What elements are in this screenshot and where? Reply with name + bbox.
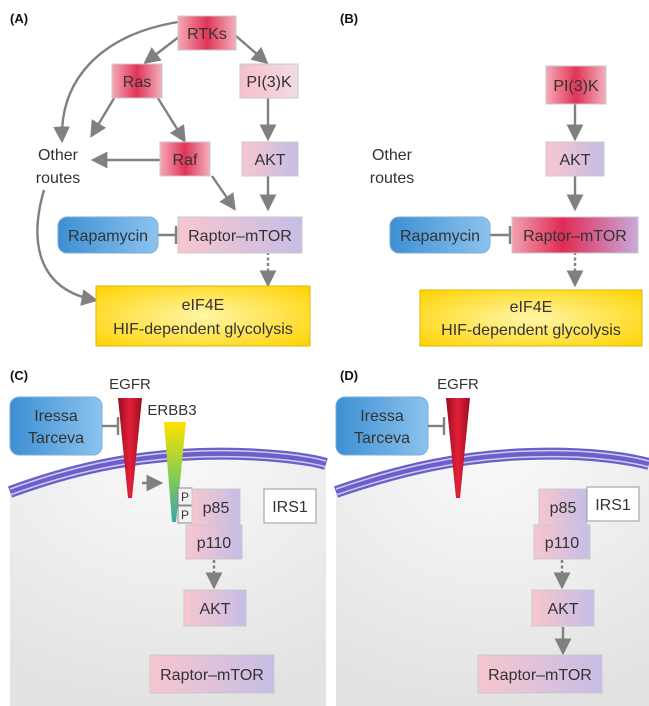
phospho-p2-c: P [181, 508, 189, 522]
outcome-eif4e-a: eIF4E [182, 297, 225, 314]
node-rtks-a: RTKs [177, 15, 237, 51]
node-raptor-mtor-a-label: Raptor–mTOR [188, 228, 292, 245]
arrow-ras-raf [154, 94, 186, 143]
inhibit-rapamycin-a [158, 226, 178, 244]
outcome-box-a: eIF4E HIF-dependent glycolysis [95, 285, 311, 347]
node-raf-a: Raf [159, 141, 211, 177]
node-pi3k-b: PI(3)K [545, 65, 607, 105]
other-routes-b-line2: routes [370, 170, 414, 187]
receptor-egfr-d [446, 398, 470, 498]
node-akt-a-label: AKT [254, 152, 285, 169]
arrow-rtks-other [53, 20, 179, 144]
drug-iressa-tarceva-d: Iressa Tarceva [335, 396, 429, 456]
node-raptor-mtor-a: Raptor–mTOR [177, 216, 303, 254]
drug-tarceva-d: Tarceva [354, 430, 410, 447]
phospho-sites-c: P P [177, 487, 193, 524]
arrow-rtks-pi3k [235, 35, 269, 65]
node-raptor-mtor-b-label: Raptor–mTOR [523, 228, 627, 245]
drug-tarceva-c: Tarceva [28, 430, 84, 447]
panel-label-c: (C) [10, 368, 28, 383]
drug-iressa-c: Iressa [34, 408, 78, 425]
node-raptor-mtor-b: Raptor–mTOR [511, 216, 639, 254]
arrow-rtks-ras [143, 35, 181, 65]
node-raptor-mtor-d: Raptor–mTOR [477, 654, 603, 694]
inhibit-egfr-d [428, 417, 446, 435]
drug-rapamycin-a-label: Rapamycin [68, 228, 148, 245]
node-akt-b: AKT [545, 141, 605, 177]
node-pi3k-b-label: PI(3)K [553, 78, 599, 95]
drug-rapamycin-b: Rapamycin [389, 216, 491, 254]
outcome-box-b: eIF4E HIF-dependent glycolysis [419, 289, 643, 347]
arrow-ras-other [90, 94, 118, 138]
node-rtks-a-label: RTKs [187, 26, 227, 43]
receptor-egfr-d-label: EGFR [437, 376, 479, 393]
node-p110-d-label: p110 [545, 535, 580, 552]
node-p85-d: p85 [538, 488, 588, 526]
phospho-p1-c: P [181, 490, 189, 504]
node-ras-a-label: Ras [123, 74, 151, 91]
node-raptor-mtor-c-label: Raptor–mTOR [160, 667, 264, 684]
cell-c [7, 447, 328, 706]
node-akt-d-label: AKT [547, 601, 578, 618]
node-irs1-c: IRS1 [263, 488, 317, 524]
outcome-hif-b: HIF-dependent glycolysis [441, 322, 621, 339]
other-routes-a-line1: Other [38, 147, 79, 164]
drug-rapamycin-a: Rapamycin [57, 216, 159, 254]
membrane-c [7, 447, 328, 498]
receptor-erbb3-c [164, 422, 186, 522]
node-akt-a: AKT [241, 141, 299, 177]
receptor-erbb3-c-label: ERBB3 [147, 402, 196, 419]
other-routes-b-line1: Other [372, 147, 413, 164]
node-pi3k-a-label: PI(3)K [246, 74, 292, 91]
panel-label-d: (D) [340, 368, 358, 383]
drug-rapamycin-b-label: Rapamycin [400, 228, 480, 245]
inhibit-egfr-c [102, 417, 120, 435]
node-irs1-d: IRS1 [586, 486, 640, 522]
node-p85-c-label: p85 [203, 500, 230, 517]
node-akt-c-label: AKT [199, 601, 230, 618]
node-akt-c: AKT [183, 589, 247, 627]
inhibit-rapamycin-b [490, 226, 512, 244]
node-p85-c: p85 [191, 488, 241, 526]
receptor-egfr-c-label: EGFR [109, 376, 151, 393]
node-irs1-c-label: IRS1 [272, 499, 308, 516]
node-p110-c: p110 [185, 524, 243, 560]
arrow-raf-raptor [211, 175, 236, 211]
node-pi3k-a: PI(3)K [239, 63, 299, 99]
node-raf-a-label: Raf [173, 152, 198, 169]
receptor-egfr-c [118, 398, 142, 498]
panel-label-b: (B) [340, 11, 358, 26]
node-ras-a: Ras [111, 63, 163, 99]
outcome-hif-a: HIF-dependent glycolysis [113, 321, 293, 338]
panel-label-a: (A) [10, 11, 28, 26]
node-irs1-d-label: IRS1 [595, 497, 631, 514]
panel-a-arrows [36, 20, 277, 306]
arrow-other-eif4e [36, 189, 99, 306]
node-p110-c-label: p110 [197, 535, 232, 552]
other-routes-a-line2: routes [36, 170, 80, 187]
node-akt-d: AKT [531, 589, 595, 627]
drug-iressa-d: Iressa [360, 408, 404, 425]
drug-iressa-tarceva-c: Iressa Tarceva [9, 396, 103, 456]
node-p85-d-label: p85 [550, 500, 577, 517]
node-raptor-mtor-d-label: Raptor–mTOR [488, 667, 592, 684]
node-p110-d: p110 [533, 524, 591, 560]
outcome-eif4e-b: eIF4E [510, 299, 553, 316]
node-akt-b-label: AKT [559, 152, 590, 169]
node-raptor-mtor-c: Raptor–mTOR [149, 654, 275, 694]
membrane-d [334, 447, 649, 498]
